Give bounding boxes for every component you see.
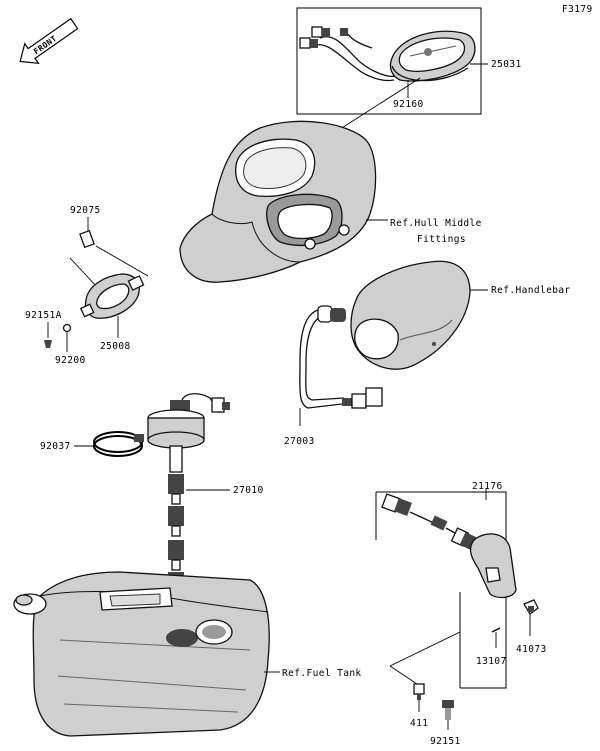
bracket-25008 bbox=[79, 273, 145, 319]
screw-icon bbox=[44, 340, 52, 348]
figure-code: F3179 bbox=[562, 4, 593, 15]
callout-13107: 13107 bbox=[476, 656, 507, 667]
meter-assembly-group bbox=[296, 7, 482, 115]
callout-92200: 92200 bbox=[55, 355, 86, 366]
hull-middle-cover bbox=[179, 120, 377, 283]
callout-92160: 92160 bbox=[393, 99, 424, 110]
callout-25008: 25008 bbox=[100, 341, 131, 352]
callout-41073: 41073 bbox=[516, 644, 547, 655]
callout-92037: 92037 bbox=[40, 441, 71, 452]
callout-21176: 21176 bbox=[472, 481, 503, 492]
switch-27003 bbox=[299, 305, 383, 409]
handlebar-housing bbox=[350, 260, 471, 370]
callout-92075: 92075 bbox=[70, 205, 101, 216]
callout-25031: 25031 bbox=[491, 59, 522, 70]
pin-13107-icon bbox=[491, 627, 501, 633]
callout-27003: 27003 bbox=[284, 436, 315, 447]
fuel-sender-assembly bbox=[147, 393, 230, 586]
bolt-411-icon bbox=[413, 683, 425, 700]
washer-icon bbox=[62, 323, 72, 333]
fuel-tank bbox=[13, 571, 270, 737]
sensor-assembly-group bbox=[375, 491, 517, 689]
callout-27010: 27010 bbox=[233, 485, 264, 496]
bolt-92151-icon bbox=[442, 700, 454, 720]
callout-92151: 92151 bbox=[430, 736, 461, 747]
callout-411: 411 bbox=[410, 718, 428, 729]
callout-ref-handlebar: Ref.Handlebar bbox=[491, 285, 571, 296]
front-arrow-icon: FRONT bbox=[19, 17, 79, 65]
hose-clamp-92037 bbox=[93, 431, 144, 457]
callout-92151a: 92151A bbox=[25, 310, 62, 321]
label-tag-icon bbox=[79, 229, 95, 249]
callout-ref-hull-1: Ref.Hull Middle bbox=[390, 218, 482, 229]
clip-41073-icon bbox=[523, 599, 539, 615]
callout-ref-hull-2: Fittings bbox=[417, 234, 466, 245]
callout-ref-fuel-tank: Ref.Fuel Tank bbox=[282, 668, 362, 679]
